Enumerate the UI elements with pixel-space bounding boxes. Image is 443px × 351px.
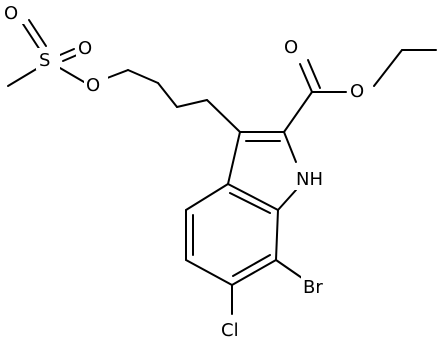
- atom-o-ethoxy: O: [350, 81, 364, 102]
- atom-o-sulfonyl-right: O: [78, 38, 92, 59]
- atom-o-ester-link: O: [86, 75, 100, 96]
- bond-c6-c7: [231, 259, 277, 286]
- atom-labels: O S O O O O NH Br Cl: [2, 2, 371, 342]
- bond-methyl-s: [7, 67, 39, 87]
- bond-c2-carbonyl-c: [283, 91, 313, 133]
- bond-c3b-c4b: [185, 183, 229, 211]
- bond-c6-c7-inner: [232, 254, 271, 277]
- bond-c7-br: [275, 259, 303, 279]
- bond-c3b-c3a: [227, 131, 241, 185]
- atom-cl: Cl: [221, 320, 239, 341]
- bond-c2-n: [283, 131, 297, 163]
- atom-br: Br: [303, 277, 323, 298]
- bond-s-o-right-b: [62, 54, 78, 62]
- bond-c4-ring: [206, 99, 241, 133]
- bond-s-o-top-a: [22, 23, 41, 51]
- bond-c1-c2: [127, 69, 159, 84]
- bond-carbonyl-co-b: [307, 59, 321, 89]
- bond-carbonyl-co-a: [299, 63, 313, 93]
- bond-c7-c7a: [275, 209, 279, 261]
- atom-s: S: [39, 50, 50, 71]
- atom-o-sulfonyl-top: O: [4, 3, 18, 24]
- bond-o-ch2: [373, 49, 403, 87]
- bond-c2-c3: [157, 82, 178, 108]
- bond-c7a-c3b: [227, 183, 279, 211]
- bond-n-c7a: [277, 189, 297, 211]
- bonds: [7, 19, 437, 315]
- bond-s-o-link: [59, 67, 85, 83]
- bond-c5-c6: [185, 259, 233, 286]
- bond-c3-c4: [176, 99, 208, 108]
- atom-o-carbonyl: O: [284, 37, 298, 58]
- bond-s-o-right-a: [59, 48, 75, 56]
- bond-c7a-c3b-inner: [229, 192, 271, 214]
- atom-nh: NH: [296, 169, 323, 190]
- bond-s-o-top-b: [28, 19, 47, 47]
